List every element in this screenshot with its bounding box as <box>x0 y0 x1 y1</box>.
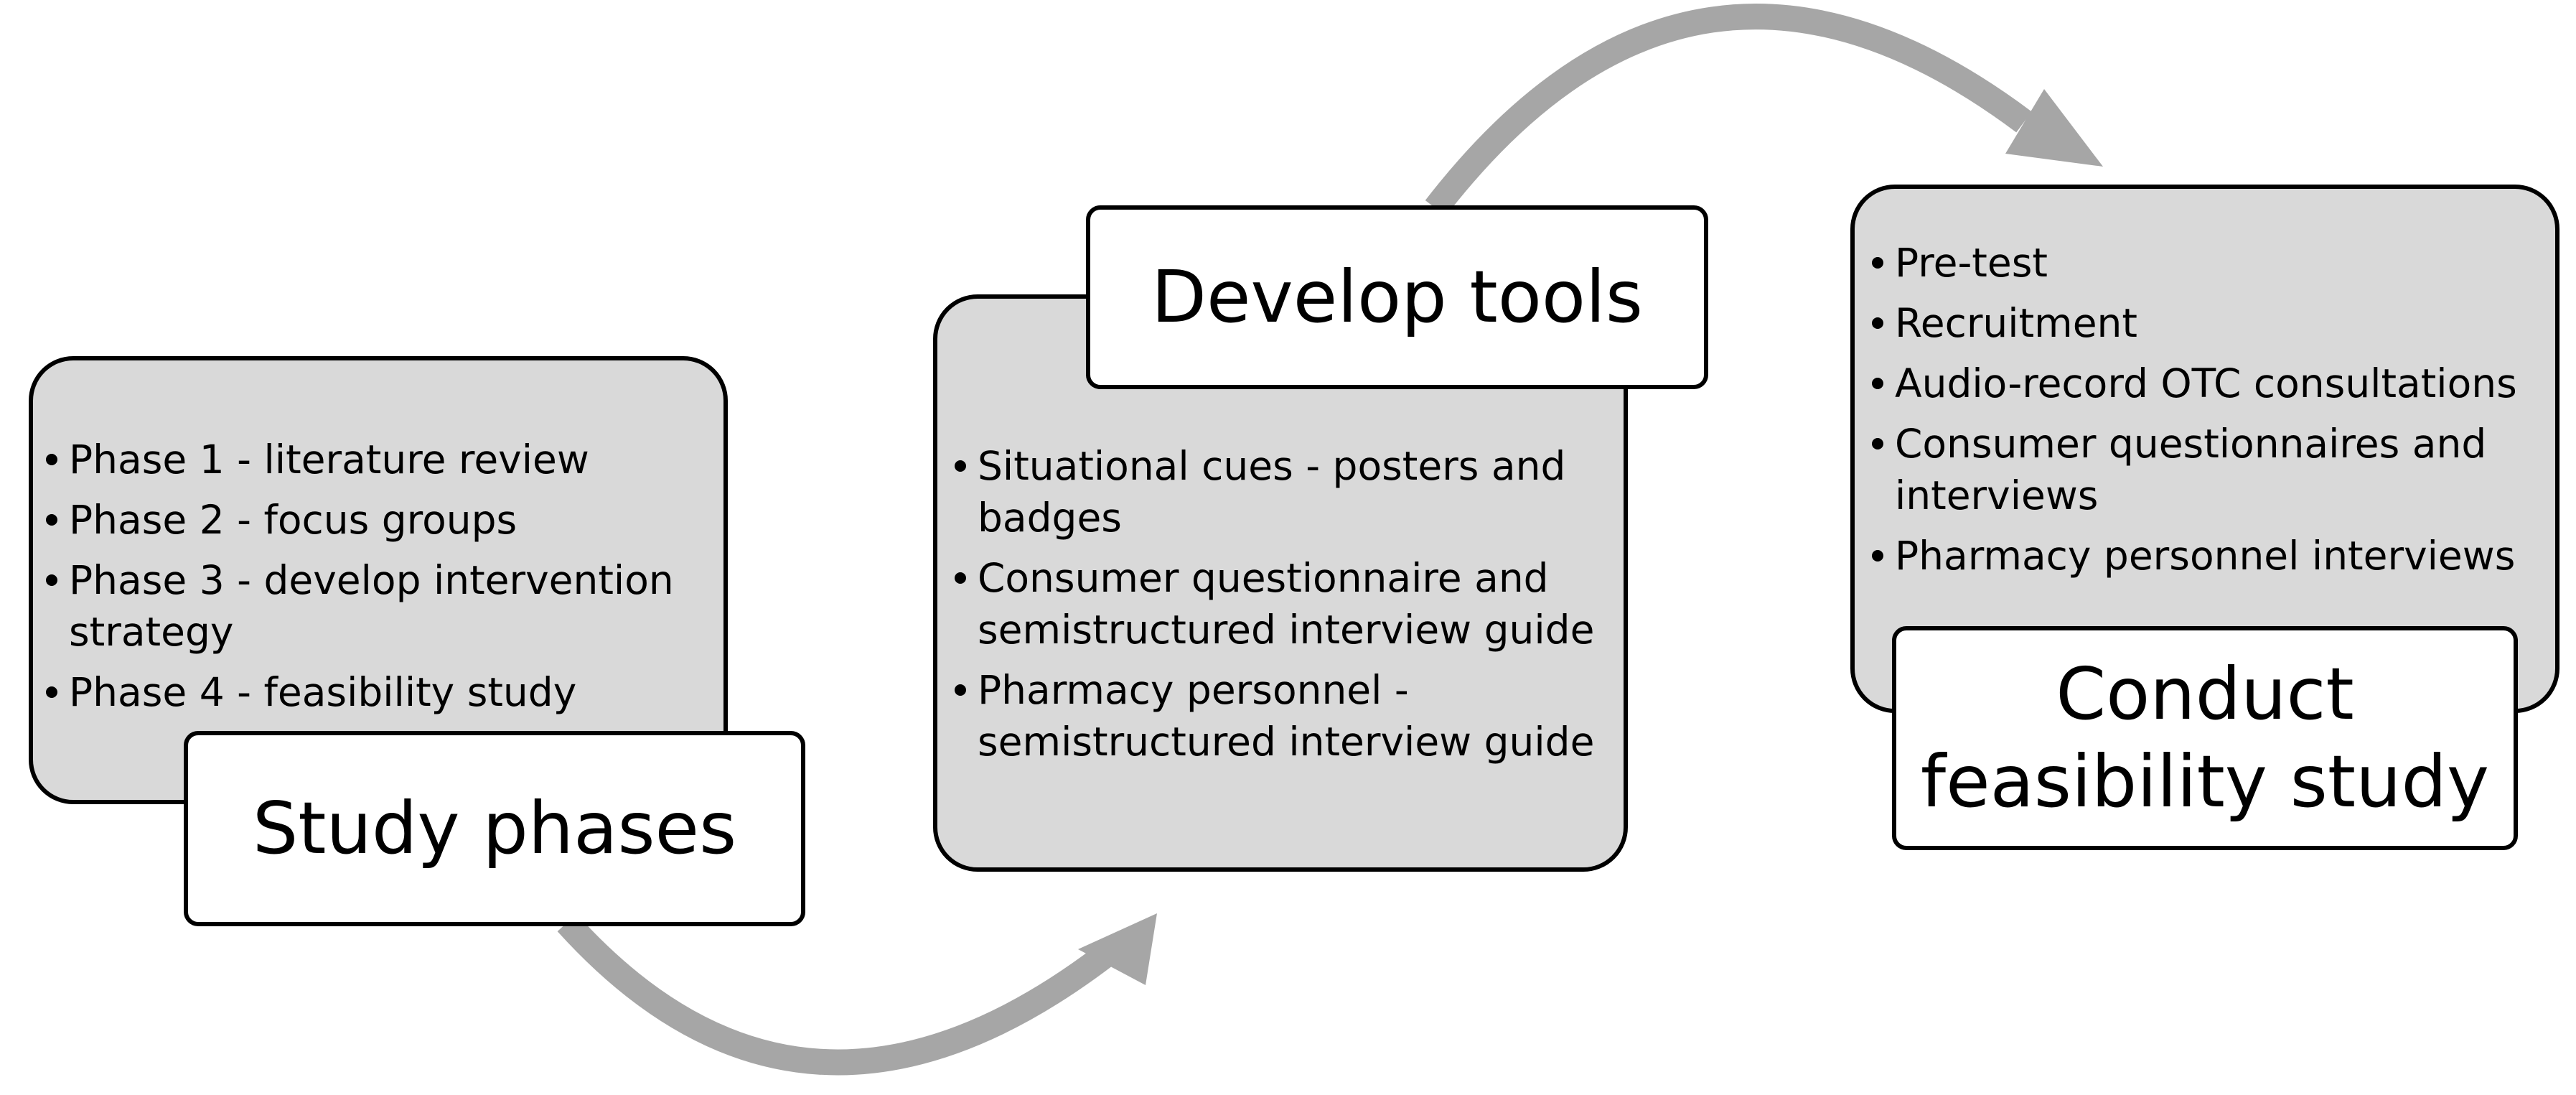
list-item: Recruitment <box>1872 297 2554 349</box>
conduct-feasibility-list: Pre-test Recruitment Audio-record OTC co… <box>1872 237 2554 590</box>
arrow-study-phases-to-develop-tools <box>557 913 1113 1076</box>
conduct-feasibility-title: Conduct feasibility study <box>1892 626 2518 850</box>
list-item: Audio-record OTC consultations <box>1872 358 2554 409</box>
list-item: Pharmacy personnel interviews <box>1872 530 2554 582</box>
list-item: Situational cues - posters and badges <box>955 440 1615 544</box>
study-phases-box <box>29 356 728 804</box>
arrow-develop-tools-to-conduct-feasibility <box>1425 4 2032 217</box>
develop-tools-box <box>933 294 1628 872</box>
list-item: Phase 3 - develop intervention strategy <box>46 554 713 658</box>
study-phases-title: Study phases <box>184 731 805 926</box>
list-item: Phase 4 - feasibility study <box>46 666 713 718</box>
develop-tools-title: Develop tools <box>1086 205 1708 389</box>
study-phases-list: Phase 1 - literature review Phase 2 - fo… <box>46 434 713 727</box>
arrow-head-2 <box>2005 89 2103 167</box>
conduct-feasibility-box <box>1850 185 2559 713</box>
list-item: Pharmacy personnel - semistructured inte… <box>955 664 1615 768</box>
list-item: Pre-test <box>1872 237 2554 289</box>
develop-tools-list: Situational cues - posters and badges Co… <box>955 440 1615 776</box>
list-item: Consumer questionnaires and interviews <box>1872 418 2554 521</box>
arrow-head-1 <box>1078 913 1157 985</box>
list-item: Consumer questionnaire and semistructure… <box>955 552 1615 656</box>
list-item: Phase 2 - focus groups <box>46 494 713 546</box>
list-item: Phase 1 - literature review <box>46 434 713 485</box>
